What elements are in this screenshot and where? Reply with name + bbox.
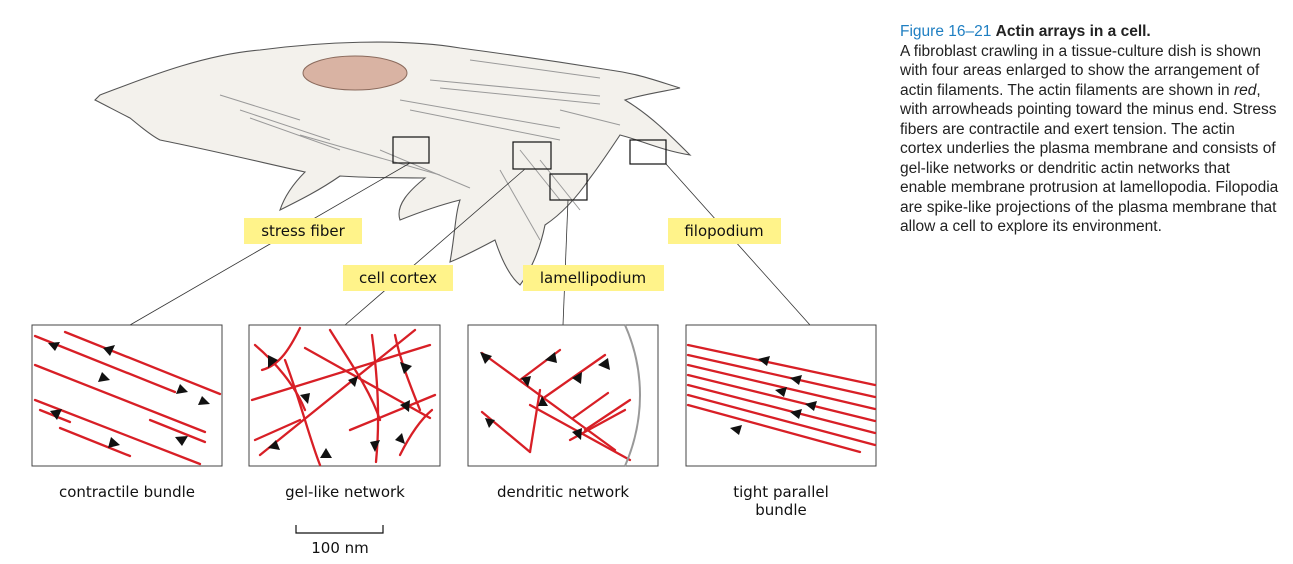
caption-title: Actin arrays in a cell. bbox=[995, 23, 1151, 40]
figure-caption: Figure 16–21 Actin arrays in a cell. A f… bbox=[900, 22, 1280, 237]
tag-lamellipodium: lamellipodium bbox=[523, 265, 664, 291]
scale-bar: 100 nm bbox=[295, 525, 384, 557]
label-stress-fiber: stress fiber bbox=[261, 222, 345, 240]
panel-label-tight-parallel-line2: bundle bbox=[755, 501, 806, 519]
tag-stress-fiber: stress fiber bbox=[244, 218, 362, 244]
connector-cell-cortex bbox=[344, 168, 526, 326]
inset-box-lamellipodium bbox=[549, 173, 588, 201]
panel-label-tight-parallel-line1: tight parallel bbox=[733, 483, 829, 501]
arrowheads-dendritic bbox=[480, 352, 610, 440]
inset-box-filopodium bbox=[629, 139, 667, 165]
panel-tight-parallel-bundle bbox=[685, 324, 877, 467]
tight-parallel-bundle-filaments bbox=[686, 343, 877, 454]
label-cell-cortex: cell cortex bbox=[359, 269, 437, 287]
caption-body-emphasis: red bbox=[1233, 81, 1257, 99]
actin-arrays-diagram: stress fiber cell cortex lamellipodium f… bbox=[31, 41, 877, 557]
panel-label-contractile-bundle: contractile bundle bbox=[59, 483, 195, 501]
arrowheads-contractile bbox=[48, 342, 210, 448]
connector-lamellipodium bbox=[562, 199, 569, 326]
inset-box-stress-fiber bbox=[392, 136, 430, 164]
arrowheads-parallel bbox=[730, 356, 817, 435]
inset-box-cell-cortex bbox=[512, 141, 552, 170]
caption-body-2: , with arrowheads pointing toward the mi… bbox=[900, 81, 1279, 236]
label-filopodium: filopodium bbox=[684, 222, 763, 240]
caption-number: Figure 16–21 bbox=[900, 23, 992, 40]
panel-label-dendritic-network: dendritic network bbox=[497, 483, 629, 501]
gel-like-network-filaments bbox=[250, 326, 437, 467]
label-lamellipodium: lamellipodium bbox=[540, 269, 646, 287]
caption-body-1: A fibroblast crawling in a tissue-cultur… bbox=[900, 42, 1261, 99]
connector-filopodium bbox=[665, 163, 811, 326]
contractile-bundle-filaments bbox=[33, 330, 222, 466]
panel-dendritic-network bbox=[467, 324, 659, 467]
panel-gel-like-network bbox=[248, 324, 441, 467]
tag-filopodium: filopodium bbox=[668, 218, 781, 244]
tag-cell-cortex: cell cortex bbox=[343, 265, 453, 291]
scale-bar-label: 100 nm bbox=[311, 539, 369, 557]
membrane-edge bbox=[624, 324, 641, 467]
arrowheads-gel bbox=[268, 355, 412, 458]
panel-label-gel-like-network: gel-like network bbox=[285, 483, 405, 501]
